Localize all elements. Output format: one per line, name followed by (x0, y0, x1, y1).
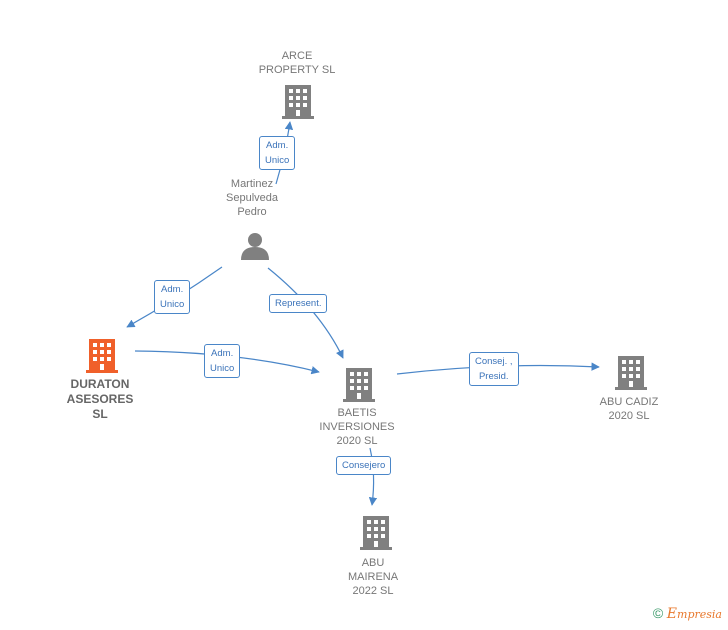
node-label-arce[interactable]: ARCE PROPERTY SL (258, 50, 336, 76)
edge-label-person-duraton: Adm. Unico (154, 280, 191, 314)
node-label-baetis[interactable]: BAETIS INVERSIONES 2020 SL (319, 407, 395, 447)
building-icon[interactable] (282, 85, 314, 119)
copyright-icon: © (652, 605, 664, 621)
node-label-abucadiz[interactable]: ABU CADIZ 2020 SL (599, 396, 659, 422)
node-label-abumairena[interactable]: ABU MAIRENA 2022 SL (347, 557, 399, 597)
footer-brand: © Empresia (653, 605, 722, 622)
brand-name: mpresia (677, 608, 722, 621)
building-icon[interactable] (86, 339, 118, 373)
edge-label-person-arce: Adm. Unico (259, 136, 296, 170)
edge-label-person-baetis: Represent. (269, 294, 328, 313)
edge-label-duraton-baetis: Adm. Unico (204, 344, 241, 378)
building-icon[interactable] (615, 356, 647, 390)
edge-label-baetis-abucadiz: Consej. , Presid. (469, 352, 519, 386)
edge-person-baetis (267, 267, 344, 359)
brand-initial: E (666, 606, 678, 622)
edge-label-baetis-abumairena: Consejero (336, 456, 392, 475)
person-icon[interactable] (241, 233, 269, 260)
node-label-person[interactable]: Martinez Sepulveda Pedro (226, 178, 278, 218)
edge-baetis-abumairena (368, 447, 378, 506)
building-icon[interactable] (343, 368, 375, 402)
building-icon[interactable] (360, 516, 392, 550)
node-label-duraton[interactable]: DURATON ASESORES SL (66, 377, 134, 421)
